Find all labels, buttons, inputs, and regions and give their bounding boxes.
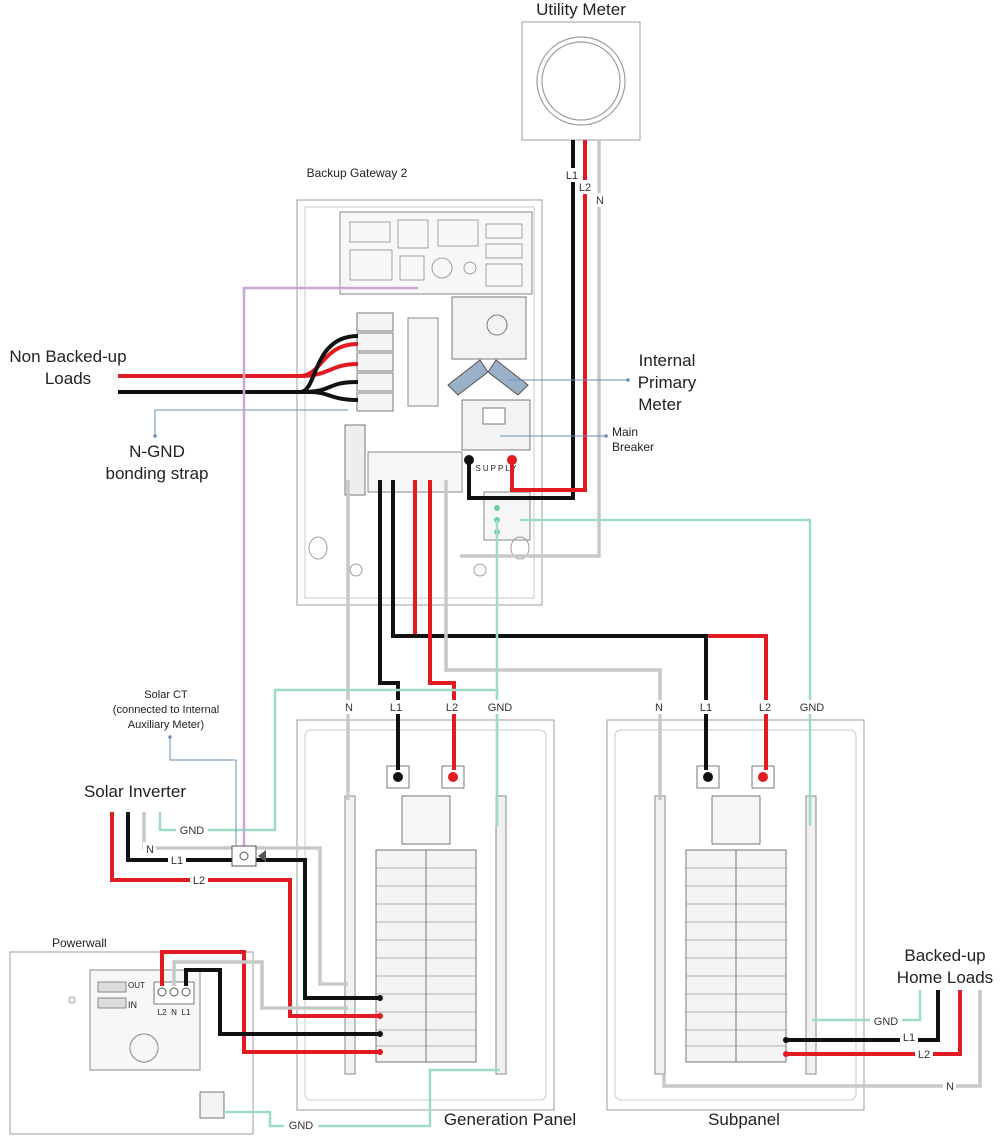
solar-l1-wire — [126, 812, 380, 1000]
svg-text:N: N — [655, 702, 663, 714]
utility-neutral-wire — [460, 140, 601, 558]
pw-in-label: IN — [128, 1000, 137, 1010]
svg-text:L1: L1 — [700, 702, 712, 714]
svg-text:N: N — [345, 702, 353, 714]
gen-l1-feed — [378, 480, 400, 770]
subpanel-label: Subpanel — [708, 1110, 780, 1129]
gen-ground-bar — [495, 795, 507, 1075]
pw-l2-wire — [160, 950, 380, 1054]
svg-text:Home Loads: Home Loads — [897, 968, 993, 987]
svg-text:Loads: Loads — [45, 369, 91, 388]
generation-panel-label: Generation Panel — [444, 1110, 576, 1129]
svg-text:L1: L1 — [566, 170, 578, 182]
svg-text:L1: L1 — [390, 702, 402, 714]
svg-text:Primary: Primary — [638, 373, 697, 392]
svg-text:N: N — [946, 1081, 954, 1093]
svg-text:L2: L2 — [446, 702, 458, 714]
svg-text:N: N — [596, 195, 604, 207]
pw-l1-wire — [184, 968, 380, 1036]
powerwall — [9, 951, 254, 1135]
sub-ground-feed — [520, 518, 812, 826]
internal-primary-meter-label: Internal — [639, 351, 696, 370]
main-breaker-label: Main — [612, 425, 638, 439]
solar-ct-lead — [242, 286, 418, 850]
svg-text:L2: L2 — [918, 1049, 930, 1061]
svg-text:L1: L1 — [171, 855, 183, 867]
sub-ground-bar — [805, 795, 817, 1075]
svg-text:(connected to Internal: (connected to Internal — [113, 704, 219, 716]
utility-meter — [521, 21, 641, 141]
svg-text:Auxiliary Meter): Auxiliary Meter) — [128, 719, 204, 731]
solar-l2-wire — [110, 812, 380, 1018]
gen-neutral-bar — [344, 795, 356, 1075]
backup-gateway-label: Backup Gateway 2 — [307, 166, 408, 180]
home-neutral-wire — [662, 990, 982, 1088]
svg-text:L2: L2 — [579, 182, 591, 194]
svg-text:GND: GND — [874, 1016, 899, 1028]
svg-text:L2: L2 — [759, 702, 771, 714]
supply-label: SUPPLY — [476, 464, 519, 473]
svg-text:L1: L1 — [903, 1032, 915, 1044]
utility-meter-label: Utility Meter — [536, 0, 626, 19]
home-l1-wire — [786, 990, 940, 1042]
ngnd-bonding-strap-label: N-GND — [129, 442, 185, 461]
pw-term-l2: L2 — [158, 1008, 167, 1017]
pw-out-label: OUT — [128, 981, 145, 990]
internal-primary-meter — [451, 296, 527, 360]
sub-neutral-bar — [654, 795, 666, 1075]
pw-neutral-wire — [172, 960, 348, 1010]
solar-ground — [236, 688, 499, 832]
svg-text:Meter: Meter — [638, 395, 682, 414]
solar-inverter-label: Solar Inverter — [84, 782, 186, 801]
svg-text:GND: GND — [180, 825, 205, 837]
svg-text:Breaker: Breaker — [612, 440, 654, 454]
svg-text:N: N — [146, 844, 154, 856]
svg-text:L2: L2 — [193, 875, 205, 887]
utility-l2-wire — [510, 140, 587, 492]
gen-l2-feed — [428, 480, 456, 770]
pw-term-l1: L1 — [182, 1008, 191, 1017]
sub-neutral-feed — [444, 480, 662, 800]
pw-ground-wire — [224, 1068, 500, 1128]
pw-term-n: N — [171, 1008, 177, 1017]
svg-text:GND: GND — [488, 702, 513, 714]
svg-text:GND: GND — [800, 702, 825, 714]
home-ground-wire — [812, 990, 922, 1022]
utility-l1-wire — [467, 140, 575, 500]
backup-gateway-enclosure: SUPPLY — [296, 199, 543, 606]
solar-ct-label: Solar CT — [144, 689, 188, 701]
backed-up-home-loads-label: Backed-up — [904, 946, 985, 965]
powerwall-label: Powerwall — [52, 936, 107, 950]
home-l2-wire — [786, 990, 962, 1056]
solar-ct — [231, 845, 257, 867]
svg-text:GND: GND — [289, 1120, 314, 1132]
svg-text:bonding strap: bonding strap — [105, 464, 208, 483]
non-backed-up-loads-label: Non Backed-up — [9, 347, 126, 366]
solar-neutral-wire — [142, 812, 348, 986]
